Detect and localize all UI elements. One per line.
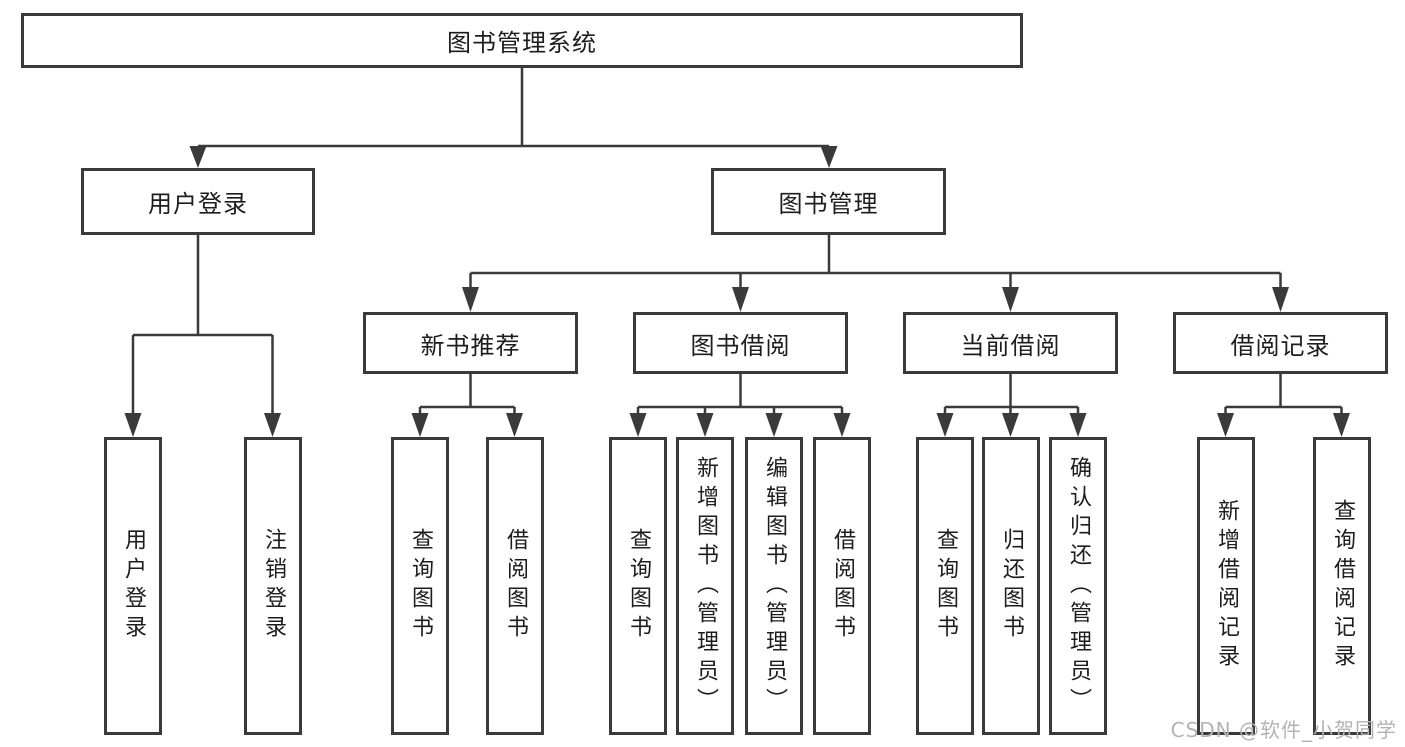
node-leaf-borrow-books-label: 借阅图书	[830, 528, 855, 644]
node-leaf-query-borrow-record: 查询借阅记录	[1313, 437, 1371, 735]
node-leaf-logout-label: 注销登录	[261, 528, 286, 644]
node-leaf-edit-book-admin: 编辑图书（管理员）	[745, 437, 803, 735]
node-leaf-query-books-recommend-label: 查询图书	[408, 528, 433, 644]
node-leaf-borrow-books: 借阅图书	[813, 437, 871, 735]
node-leaf-query-books-recommend: 查询图书	[391, 437, 449, 735]
node-leaf-add-borrow-record-label: 新增借阅记录	[1214, 499, 1239, 673]
node-leaf-return-book-label: 归还图书	[999, 528, 1024, 644]
node-leaf-borrow-books-recommend: 借阅图书	[486, 437, 544, 735]
csdn-watermark: CSDN @软件_小贺同学	[1170, 718, 1397, 742]
node-book-borrow-label: 图书借阅	[690, 331, 791, 360]
node-book-management-label: 图书管理	[778, 190, 879, 218]
node-current-borrow: 当前借阅	[903, 312, 1118, 374]
node-leaf-user-login-label: 用户登录	[121, 528, 146, 644]
node-borrow-records-label: 借阅记录	[1230, 331, 1331, 360]
node-leaf-query-books-current: 查询图书	[916, 437, 974, 735]
node-leaf-add-borrow-record: 新增借阅记录	[1197, 437, 1255, 735]
node-leaf-query-books-current-label: 查询图书	[933, 528, 958, 644]
node-system-root: 图书管理系统	[21, 13, 1023, 68]
node-system-root-label: 图书管理系统	[447, 29, 597, 57]
node-new-book-recommend: 新书推荐	[363, 312, 578, 374]
node-leaf-confirm-return-admin: 确认归还（管理员）	[1049, 437, 1107, 735]
node-leaf-confirm-return-admin-label: 确认归还（管理员）	[1066, 455, 1091, 717]
node-leaf-add-book-admin-label: 新增图书（管理员）	[693, 455, 718, 717]
node-leaf-query-borrow-record-label: 查询借阅记录	[1330, 499, 1355, 673]
node-leaf-borrow-books-recommend-label: 借阅图书	[503, 528, 528, 644]
node-leaf-logout: 注销登录	[244, 437, 302, 735]
node-leaf-add-book-admin: 新增图书（管理员）	[676, 437, 734, 735]
node-leaf-return-book: 归还图书	[982, 437, 1040, 735]
node-leaf-user-login: 用户登录	[104, 437, 162, 735]
node-user-login-branch-label: 用户登录	[148, 190, 248, 218]
node-leaf-edit-book-admin-label: 编辑图书（管理员）	[762, 455, 787, 717]
node-new-book-recommend-label: 新书推荐	[420, 331, 521, 360]
node-current-borrow-label: 当前借阅	[960, 331, 1061, 360]
node-book-management: 图书管理	[711, 168, 946, 235]
node-leaf-query-books-borrow-label: 查询图书	[626, 528, 651, 644]
node-leaf-query-books-borrow: 查询图书	[609, 437, 667, 735]
node-borrow-records: 借阅记录	[1173, 312, 1388, 374]
node-book-borrow: 图书借阅	[633, 312, 848, 374]
node-user-login-branch: 用户登录	[81, 168, 315, 235]
